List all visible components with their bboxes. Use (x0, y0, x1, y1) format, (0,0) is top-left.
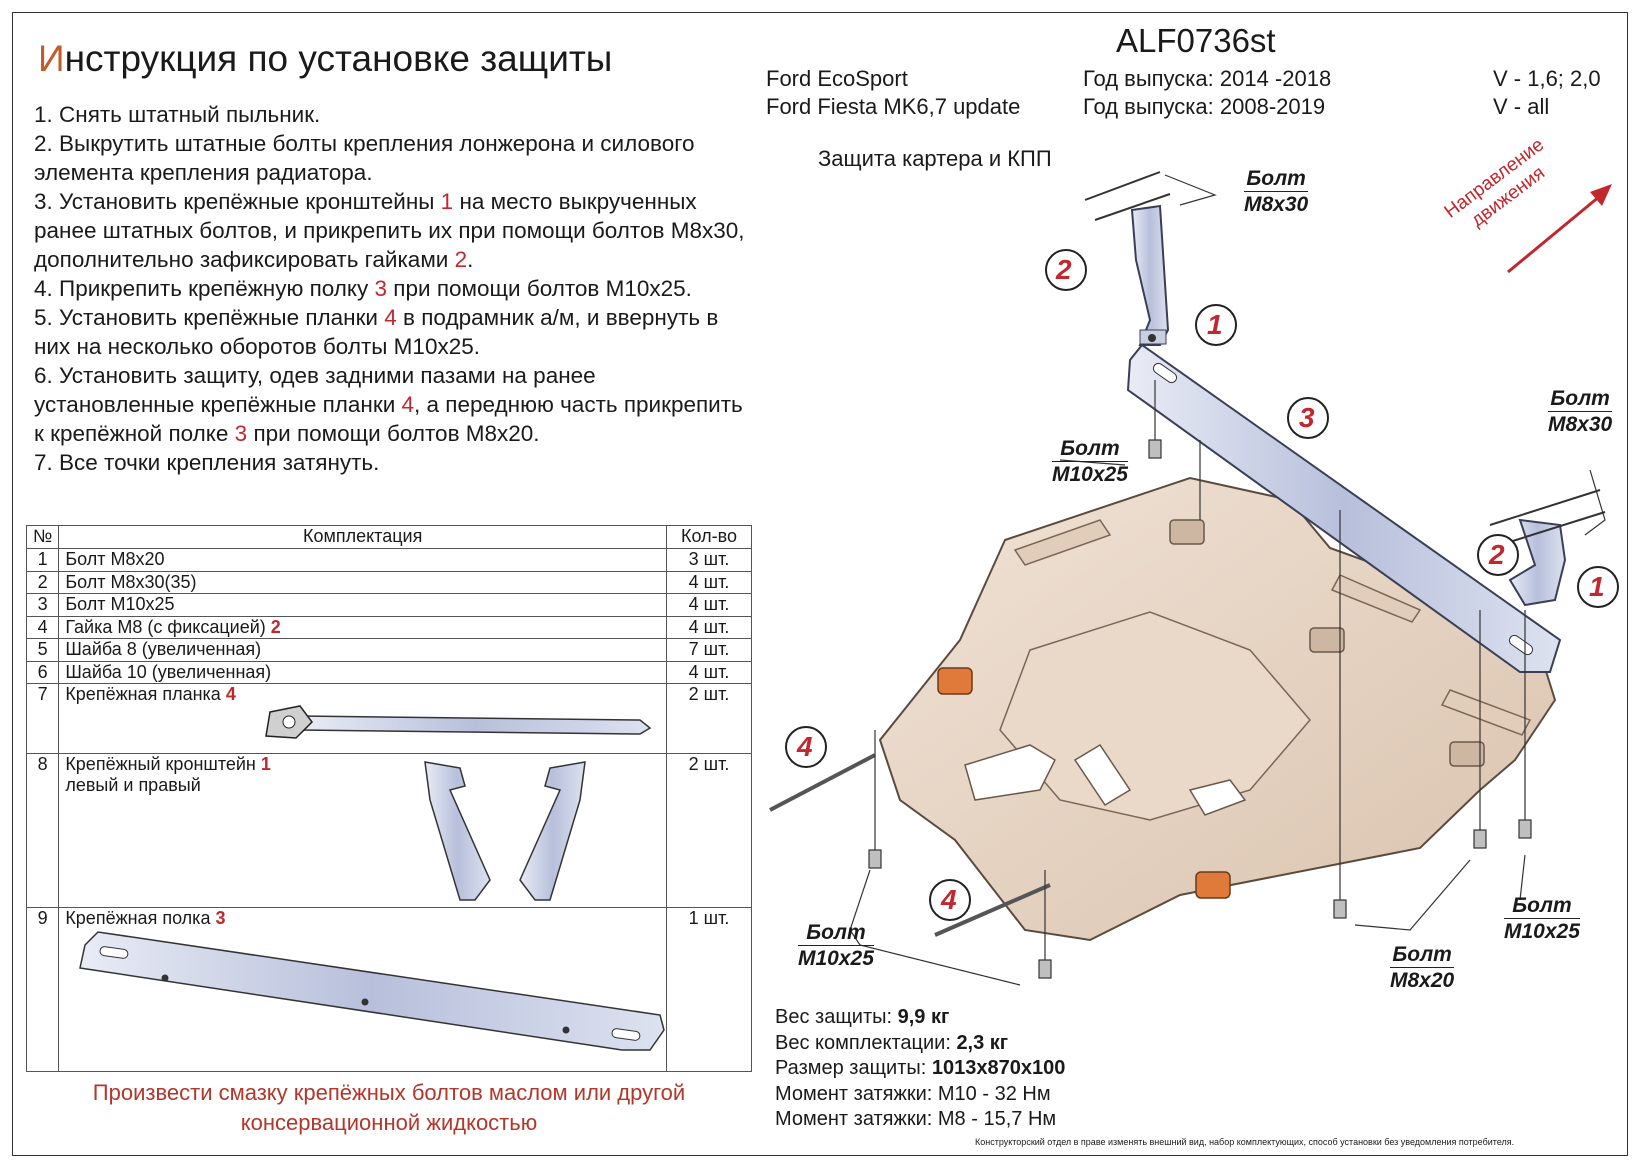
spec-torque-m8: Момент затяжки: М8 - 15,7 Нм (775, 1108, 1057, 1130)
callout-3: 3 (1299, 402, 1315, 433)
spec-torque-m10: Момент затяжки: М10 - 32 Нм (775, 1082, 1051, 1105)
step-2: 2. Выкрутить штатные болты крепления лон… (34, 131, 695, 185)
callout-2-right: 2 (1489, 539, 1505, 570)
col-number: № (25, 525, 60, 549)
bracket-right (1489, 489, 1606, 607)
leader-lines (849, 174, 1606, 986)
callout-4-bottom: 4 (941, 884, 957, 915)
model-2: Ford Fiesta MK6,7 update (766, 94, 1021, 119)
callout-circles (785, 249, 1619, 921)
specifications: Вес защиты: 9,9 кг Вес комплектации: 2,3… (775, 1005, 1065, 1133)
part-strip-drawing (265, 705, 652, 739)
callout-1-right: 1 (1589, 571, 1605, 602)
callout-4-left: 4 (797, 731, 813, 762)
spec-weight: Вес защиты: 9,9 кг (775, 1006, 950, 1028)
bolts (868, 439, 1532, 979)
page-title: Инструкция по установке защиты (38, 38, 613, 79)
page-frame (12, 12, 1628, 1156)
bracket-upper (1084, 171, 1171, 346)
bolt-guides (874, 380, 1526, 960)
callout-2-upper: 2 (1056, 254, 1072, 285)
col-qty: Кол-во (666, 525, 752, 549)
disclaimer: Конструкторский отдел в праве изменять в… (975, 1137, 1515, 1147)
skid-plate (878, 476, 1557, 942)
part-brackets-drawing (424, 761, 586, 901)
model-1: Ford EcoSport (766, 66, 908, 91)
step-5: 5. Установить крепёжные планки 4 в подра… (34, 305, 719, 359)
col-contents: Комплектация (58, 525, 667, 549)
step-6: 6. Установить защиту, одев задними пазам… (34, 363, 743, 446)
year-2: Год выпуска: 2008-2019 (1083, 94, 1326, 119)
step-7: 7. Все точки крепления затянуть. (34, 450, 380, 475)
engine-2: V - all (1493, 94, 1550, 119)
step-4: 4. Прикрепить крепёжную полку 3 при помо… (34, 276, 692, 301)
part-shelf-drawing (79, 931, 665, 1051)
instruction-steps: 1. Снять штатный пыльник. 2. Выкрутить ш… (34, 100, 754, 477)
strip-bottom (934, 883, 1051, 937)
strip-left (769, 753, 876, 812)
year-1: Год выпуска: 2014 -2018 (1083, 66, 1332, 91)
callout-1-upper: 1 (1207, 309, 1223, 340)
step-1: 1. Снять штатный пыльник. (34, 102, 321, 127)
product-name: Защита картера и КПП (818, 146, 1052, 171)
step-3: 3. Установить крепёжные кронштейны 1 на … (34, 189, 745, 272)
spec-kit-weight: Вес комплектации: 2,3 кг (775, 1031, 1009, 1054)
lubrication-note: Произвести смазку крепёжных болтов масло… (92, 1080, 686, 1135)
product-code: ALF0736st (1116, 22, 1276, 59)
spec-size: Размер защиты: 1013х870х100 (775, 1057, 1066, 1079)
engine-1: V - 1,6; 2,0 (1493, 66, 1601, 91)
direction-arrow (1507, 184, 1612, 274)
